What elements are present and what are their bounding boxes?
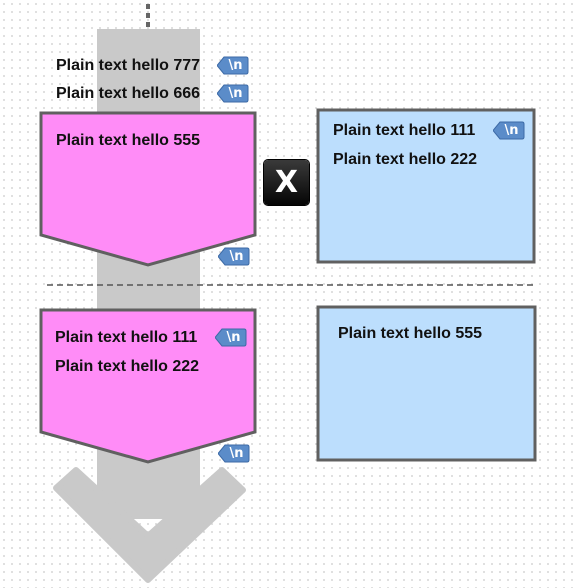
left-loose-item-text: Plain text hello 666 <box>56 85 201 102</box>
left-top-card <box>39 111 257 267</box>
newline-tag-icon <box>493 121 525 140</box>
newline-tag: \n <box>218 444 250 463</box>
right-bottom-card <box>316 305 537 462</box>
newline-tag-label: \n <box>504 123 519 138</box>
newline-tag-label: \n <box>229 446 244 461</box>
newline-tag-icon <box>218 444 250 463</box>
newline-tag-icon <box>217 84 249 103</box>
mismatch-x-icon: X <box>264 160 309 205</box>
newline-tag: \n <box>493 121 525 140</box>
newline-tag: \n <box>217 56 249 75</box>
newline-tag-label: \n <box>226 330 241 345</box>
newline-tag: \n <box>217 84 249 103</box>
right-bottom-card-item-text: Plain text hello 555 <box>338 325 483 342</box>
newline-tag: \n <box>215 328 247 347</box>
newline-tag-label: \n <box>228 86 243 101</box>
left-bottom-card-item-text: Plain text hello 111 <box>55 329 198 346</box>
left-loose-item-text: Plain text hello 777 <box>56 57 201 74</box>
left-top-card-item-text: Plain text hello 555 <box>56 132 201 149</box>
newline-tag-label: \n <box>229 249 244 264</box>
newline-tag: \n <box>218 247 250 266</box>
left-bottom-card <box>39 308 257 464</box>
newline-tag-icon <box>218 247 250 266</box>
newline-tag-label: \n <box>228 58 243 73</box>
newline-tag-icon <box>215 328 247 347</box>
left-bottom-card-item-text: Plain text hello 222 <box>55 358 200 375</box>
right-top-card-item-text: Plain text hello 222 <box>333 151 478 168</box>
right-top-card-item-text: Plain text hello 111 <box>333 122 476 139</box>
flow-arrow-head <box>53 467 246 583</box>
newline-tag-icon <box>217 56 249 75</box>
